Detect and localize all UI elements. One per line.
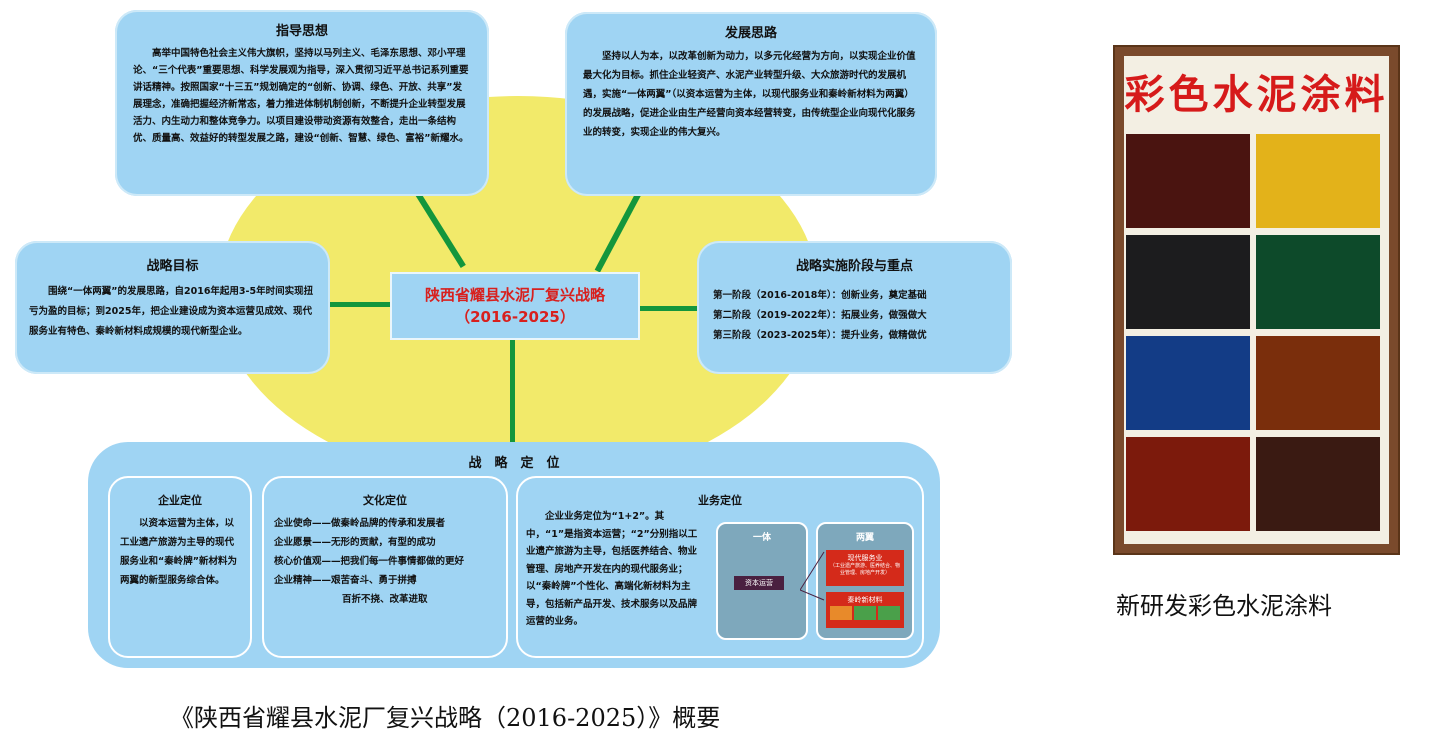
- culture-line: 企业愿景——无形的贡献，有型的成功: [274, 537, 436, 548]
- two-wings-label: 两翼: [855, 533, 874, 543]
- material-step: [878, 606, 900, 620]
- color-swatch: [1126, 336, 1250, 430]
- color-swatch: [1256, 437, 1380, 531]
- connector-positioning: [510, 336, 515, 444]
- culture-line: 企业使命——做秦岭品牌的传承和发展者: [274, 518, 446, 529]
- positioning-title: 战 略 定 位: [468, 456, 560, 471]
- center-years: （2016-2025）: [455, 308, 575, 326]
- color-swatch: [1256, 134, 1380, 228]
- diagram-caption: 《陕西省耀县水泥厂复兴战略（2016-2025）》概要: [170, 704, 721, 732]
- color-swatch: [1126, 437, 1250, 531]
- phases-box: 战略实施阶段与重点 第一阶段（2016-2018年）：创新业务，奠定基础 第二阶…: [697, 241, 1012, 374]
- color-swatch: [1126, 235, 1250, 329]
- photo-caption: 新研发彩色水泥涂料: [1116, 592, 1332, 620]
- service-wing-label: 现代服务业: [847, 554, 883, 562]
- board-surface: 彩色水泥涂料: [1124, 56, 1389, 544]
- one-body-label: 一体: [752, 533, 771, 543]
- center-title: 陕西省耀县水泥厂复兴战略: [424, 286, 605, 304]
- connector-goal: [328, 302, 390, 307]
- color-swatch: [1126, 134, 1250, 228]
- center-title-box: 陕西省耀县水泥厂复兴战略 （2016-2025）: [390, 272, 640, 340]
- strategic-goal-box: 战略目标 围绕“一体两翼”的发展思路，自2016年起用3-5年时间实现扭亏为盈的…: [15, 241, 330, 374]
- cement-paint-photo: 彩色水泥涂料: [1113, 45, 1400, 555]
- phases-title: 战略实施阶段与重点: [795, 259, 913, 274]
- one-body-box: 一体 资本运营: [716, 522, 808, 640]
- culture-positioning-title: 文化定位: [363, 494, 407, 507]
- color-swatch: [1256, 235, 1380, 329]
- diagram-connector-lines: [800, 551, 825, 601]
- phase-item: 第一阶段（2016-2018年）：创新业务，奠定基础: [713, 290, 927, 301]
- business-positioning-box: 业务定位 企业业务定位为“1+2”。其中，“1”是指资本运营；“2”分别指以工业…: [516, 476, 924, 658]
- positioning-panel: 战 略 定 位 企业定位 以资本运营为主体，以工业遗产旅游为主导的现代服务业和“…: [88, 442, 940, 668]
- material-step: [854, 606, 876, 620]
- culture-line: 企业精神——艰苦奋斗、勇于拼搏: [274, 575, 417, 586]
- enterprise-positioning-text: 以资本运营为主体，以工业遗产旅游为主导的现代服务业和“秦岭牌”新材料为两翼的新型…: [120, 518, 237, 586]
- strategic-goal-title: 战略目标: [146, 259, 199, 274]
- guiding-thought-box: 指导思想 高举中国特色社会主义伟大旗帜，坚持以马列主义、毛泽东思想、邓小平理论、…: [115, 10, 489, 196]
- color-swatch: [1256, 336, 1380, 430]
- strategic-goal-text: 围绕“一体两翼”的发展思路，自2016年起用3-5年时间实现扭亏为盈的目标；到2…: [29, 286, 314, 337]
- culture-line: 核心价值观——把我们每一件事情都做的更好: [274, 556, 465, 567]
- development-idea-box: 发展思路 坚持以人为本，以改革创新为动力，以多元化经营为方向，以实现企业价值最大…: [565, 12, 937, 196]
- enterprise-positioning-title: 企业定位: [158, 494, 202, 507]
- service-wing-detail: （工业遗产旅游、医养结合、物业管理、房地产开发）: [829, 563, 900, 576]
- material-wing-label: 秦岭新材料: [847, 596, 883, 604]
- culture-line: 百折不挠、改革进取: [342, 594, 428, 605]
- two-wings-box: 两翼 现代服务业 （工业遗产旅游、医养结合、物业管理、房地产开发） 秦岭新材料: [816, 522, 914, 640]
- business-positioning-text: 企业业务定位为“1+2”。其中，“1”是指资本运营；“2”分别指以工业遗产旅游为…: [526, 511, 698, 627]
- connector-phases: [636, 306, 698, 311]
- capital-operation-label: 资本运营: [734, 576, 784, 590]
- service-wing: 现代服务业 （工业遗产旅游、医养结合、物业管理、房地产开发）: [826, 550, 904, 586]
- phase-item: 第三阶段（2023-2025年）：提升业务，做精做优: [713, 330, 927, 341]
- development-idea-title: 发展思路: [724, 26, 777, 41]
- culture-positioning-box: 文化定位 企业使命——做秦岭品牌的传承和发展者 企业愿景——无形的贡献，有型的成…: [262, 476, 508, 658]
- material-wing: 秦岭新材料: [826, 592, 904, 628]
- material-step: [830, 606, 852, 620]
- guiding-thought-title: 指导思想: [275, 24, 328, 39]
- enterprise-positioning-box: 企业定位 以资本运营为主体，以工业遗产旅游为主导的现代服务业和“秦岭牌”新材料为…: [108, 476, 252, 658]
- phase-item: 第二阶段（2019-2022年）：拓展业务，做强做大: [713, 310, 927, 321]
- guiding-thought-text: 高举中国特色社会主义伟大旗帜，坚持以马列主义、毛泽东思想、邓小平理论、“三个代表…: [133, 48, 469, 144]
- board-title: 彩色水泥涂料: [1124, 71, 1389, 118]
- development-idea-text: 坚持以人为本，以改革创新为动力，以多元化经营为方向，以实现企业价值最大化为目标。…: [583, 51, 916, 138]
- business-positioning-title: 业务定位: [698, 494, 742, 507]
